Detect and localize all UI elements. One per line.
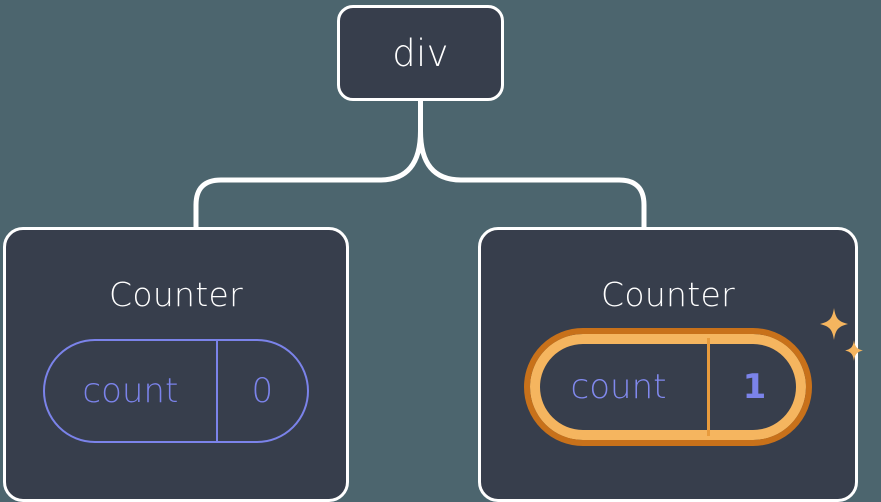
node-title: Counter (601, 275, 735, 314)
state-value-label: 1 (742, 367, 767, 407)
node-title: Counter (109, 275, 243, 314)
pill-divider (707, 338, 710, 436)
state-pill-highlighted[interactable]: count 1 (524, 328, 812, 446)
node-title: div (392, 31, 449, 75)
state-value-label: 0 (251, 371, 274, 411)
node-counter-left[interactable]: Counter count 0 (3, 227, 349, 502)
sparkle-large-icon (820, 308, 848, 340)
state-pill-wrapper: count 0 (43, 339, 309, 443)
state-key-label: count (82, 371, 179, 411)
state-pill[interactable]: count 0 (43, 339, 309, 443)
node-counter-right[interactable]: Counter count 1 (478, 227, 863, 502)
state-key-label: count (570, 367, 667, 407)
pill-divider (215, 341, 218, 441)
state-pill-wrapper: count 1 (524, 308, 863, 446)
node-root-div[interactable]: div (337, 5, 504, 101)
